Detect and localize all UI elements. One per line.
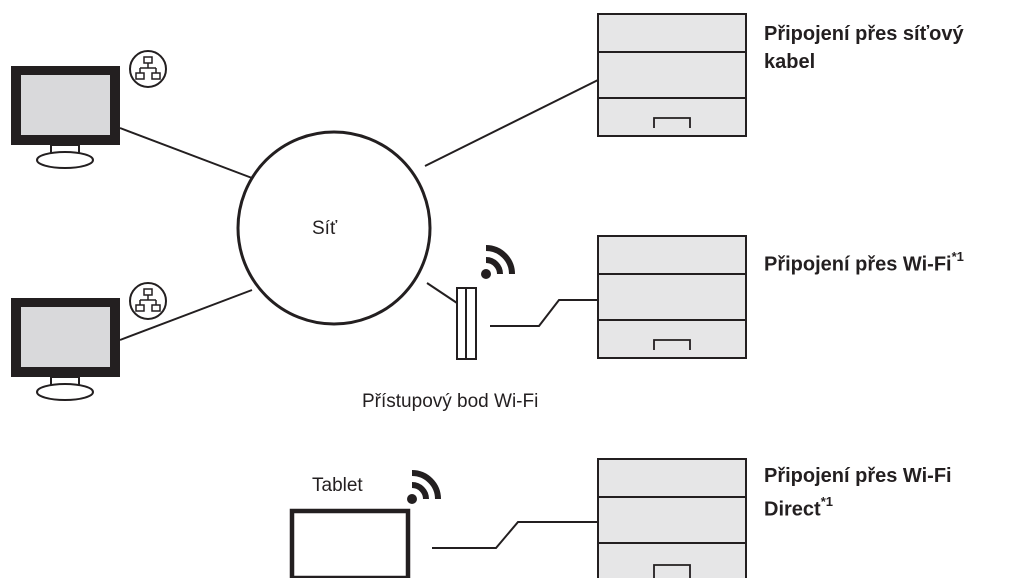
wireless-link-wifi-direct bbox=[432, 521, 598, 549]
wifi-footnote-marker: *1 bbox=[951, 249, 964, 264]
cable-line-bottom-computer bbox=[119, 289, 253, 341]
wifi-direct-line1: Připojení přes Wi-Fi bbox=[764, 465, 952, 487]
wifi-signal-icon bbox=[407, 470, 441, 504]
wifi-direct-line2: Direct bbox=[764, 498, 821, 521]
computer-icon bbox=[11, 298, 120, 401]
computer-icon bbox=[11, 66, 120, 169]
wifi-connection-text: Připojení přes Wi-Fi bbox=[764, 253, 952, 276]
network-circle bbox=[236, 130, 432, 326]
cable-connection-line1: Připojení přes síťový bbox=[764, 23, 964, 45]
network-port-icon bbox=[129, 50, 167, 88]
wifi-direct-footnote-marker: *1 bbox=[820, 494, 833, 509]
wifi-connection-label: Připojení přes Wi-Fi*1 bbox=[764, 245, 964, 279]
cable-line-access-point bbox=[426, 282, 458, 304]
cable-connection-label: Připojení přes síťový kabel bbox=[764, 20, 964, 76]
network-port-icon bbox=[129, 282, 167, 320]
tablet-icon bbox=[289, 508, 411, 581]
wireless-link-wifi bbox=[490, 299, 598, 327]
printer-icon bbox=[597, 235, 747, 359]
network-label: Síť bbox=[312, 218, 338, 239]
tablet-label: Tablet bbox=[312, 475, 363, 496]
connection-lines bbox=[119, 79, 599, 549]
cable-connection-line2: kabel bbox=[764, 51, 816, 73]
cable-line-printer bbox=[424, 79, 599, 167]
printer-icon bbox=[597, 458, 747, 583]
wifi-direct-connection-label: Připojení přes Wi-Fi Direct*1 bbox=[764, 462, 952, 524]
printer-icon bbox=[597, 13, 747, 137]
cable-line-top-computer bbox=[119, 127, 253, 179]
wifi-signal-icon bbox=[481, 245, 515, 279]
access-point-icon bbox=[456, 287, 477, 360]
access-point-label: Přístupový bod Wi-Fi bbox=[362, 391, 539, 412]
